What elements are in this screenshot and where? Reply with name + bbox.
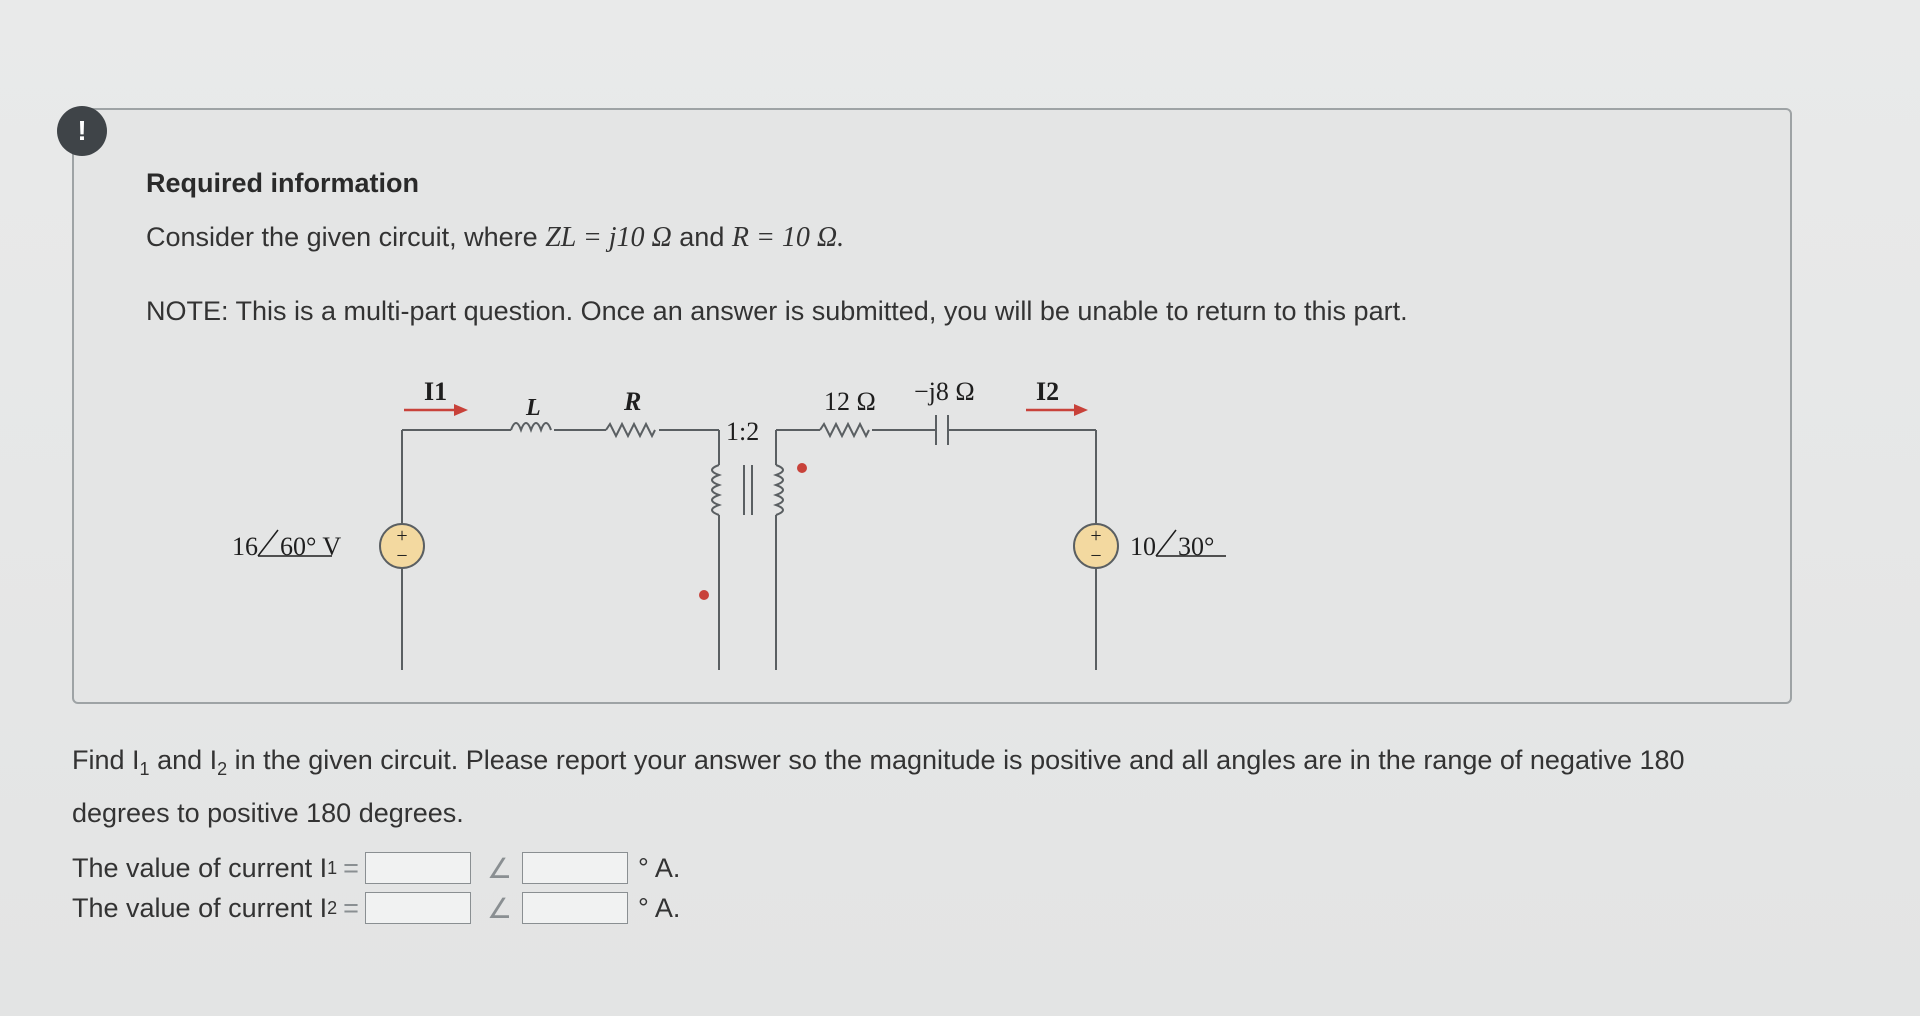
left-source-plus: +: [396, 525, 407, 547]
intro-zl: ZL = j10 Ω: [545, 222, 672, 253]
answer-i2-sub: 2: [327, 897, 338, 918]
i1-arrow-head: [454, 404, 468, 416]
question-prefix: Find: [72, 745, 133, 775]
resistor-12-symbol: [819, 421, 870, 439]
i2-label: I2: [1036, 377, 1059, 406]
i1-label: I1: [424, 377, 447, 406]
intro-prefix: Consider the given circuit, where: [146, 222, 538, 252]
secondary-polarity-dot: [797, 463, 807, 473]
intro-r: R = 10 Ω.: [731, 222, 845, 253]
i1-magnitude-input[interactable]: [364, 852, 471, 884]
info-intro: Consider the given circuit, where ZL = j…: [146, 222, 844, 254]
alert-exclamation-icon: !: [57, 106, 107, 156]
question-i2-sub: 2: [217, 759, 228, 779]
left-source-angle: 60° V: [280, 532, 341, 561]
right-source-angle: 30°: [1178, 532, 1214, 561]
right-source-mag: 10: [1130, 532, 1156, 561]
i2-unit: ° A.: [638, 892, 681, 923]
left-angle-slash: [257, 529, 279, 557]
left-voltage-source: [379, 523, 425, 569]
capacitor-label: −j8 Ω: [914, 377, 975, 406]
primary-polarity-dot: [699, 590, 709, 600]
i1-angle-input[interactable]: [522, 852, 629, 884]
resistor-label: R: [623, 387, 641, 416]
info-title: Required information: [146, 168, 420, 198]
i2-angle-input[interactable]: [522, 892, 629, 924]
transformer-primary-coil: [711, 464, 722, 516]
info-note: NOTE: This is a multi-part question. Onc…: [146, 296, 1408, 326]
left-source-mag: 16: [232, 532, 258, 561]
transformer-secondary-coil: [773, 464, 784, 516]
question-i1: I: [132, 745, 140, 775]
question-and: and: [149, 745, 210, 775]
left-source-minus: −: [396, 545, 407, 567]
right-loop-wires: [775, 429, 1097, 670]
resistor-symbol: [605, 421, 656, 439]
answer-i2-label: The value of current I: [72, 892, 328, 923]
left-loop-wires: [401, 429, 720, 670]
right-voltage-source: [1073, 523, 1119, 569]
angle-icon: ∠: [486, 891, 513, 925]
question-i2: I: [209, 745, 218, 775]
question-i1-sub: 1: [139, 759, 150, 779]
circuit-diagram: + − + − I1 I2 L R 1:2 12 Ω −j8 Ω 16 60° …: [232, 377, 1226, 670]
angle-icon: ∠: [486, 851, 513, 885]
i2-arrow-head: [1074, 404, 1088, 416]
answer-i1-eq: =: [343, 852, 359, 883]
i2-magnitude-input[interactable]: [364, 892, 471, 924]
right-source-minus: −: [1090, 545, 1101, 567]
i1-unit: ° A.: [638, 852, 681, 883]
right-source-plus: +: [1090, 525, 1101, 547]
right-angle-slash: [1155, 529, 1177, 557]
question-suffix: in the given circuit. Please report your…: [72, 745, 1685, 828]
intro-and: and: [679, 222, 725, 252]
answer-i1-sub: 1: [327, 857, 338, 878]
answer-i1-label: The value of current I: [72, 852, 328, 883]
required-info-card: Required information Consider the given …: [72, 108, 1792, 704]
inductor-symbol: [510, 422, 552, 433]
answer-i2-eq: =: [343, 892, 359, 923]
right-resistor-label: 12 Ω: [824, 387, 876, 416]
question-text: Find I1 and I2 in the given circuit. Ple…: [72, 738, 1772, 835]
ratio-label: 1:2: [726, 417, 759, 446]
inductor-label: L: [525, 395, 541, 421]
